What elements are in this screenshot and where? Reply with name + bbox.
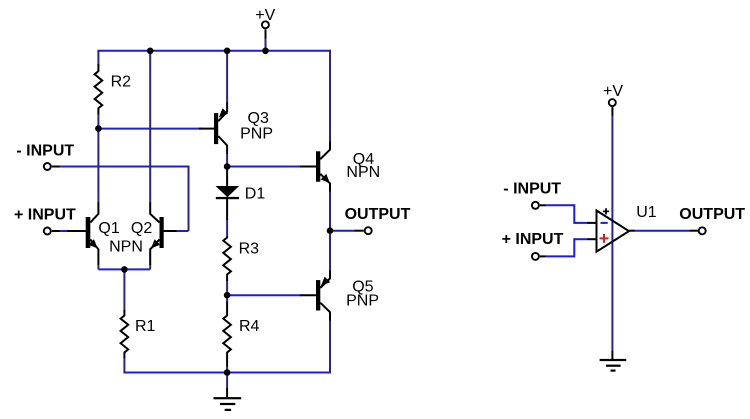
svg-text:Q3: Q3 [248, 110, 269, 127]
svg-text:- INPUT: - INPUT [503, 180, 561, 197]
svg-text:Q5: Q5 [352, 278, 373, 295]
svg-text:Q2: Q2 [131, 220, 152, 237]
svg-text:NPN: NPN [109, 238, 143, 255]
svg-text:Q4: Q4 [353, 151, 374, 168]
svg-text:R1: R1 [135, 318, 156, 335]
svg-text:R2: R2 [111, 73, 132, 90]
svg-text:PNP: PNP [346, 293, 379, 310]
svg-text:OUTPUT: OUTPUT [345, 206, 411, 223]
svg-text:R3: R3 [239, 241, 260, 258]
svg-text:D1: D1 [245, 186, 266, 203]
svg-text:R4: R4 [239, 318, 260, 335]
svg-text:+V: +V [603, 83, 623, 100]
svg-text:- INPUT: - INPUT [16, 142, 74, 159]
svg-text:PNP: PNP [240, 125, 273, 142]
svg-text:Q1: Q1 [98, 220, 119, 237]
svg-text:+ INPUT: + INPUT [502, 231, 564, 248]
svg-text:+ INPUT: + INPUT [14, 206, 76, 223]
svg-text:OUTPUT: OUTPUT [679, 206, 745, 223]
svg-text:U1: U1 [636, 204, 657, 221]
svg-text:NPN: NPN [346, 164, 380, 181]
svg-text:+V: +V [255, 7, 275, 24]
